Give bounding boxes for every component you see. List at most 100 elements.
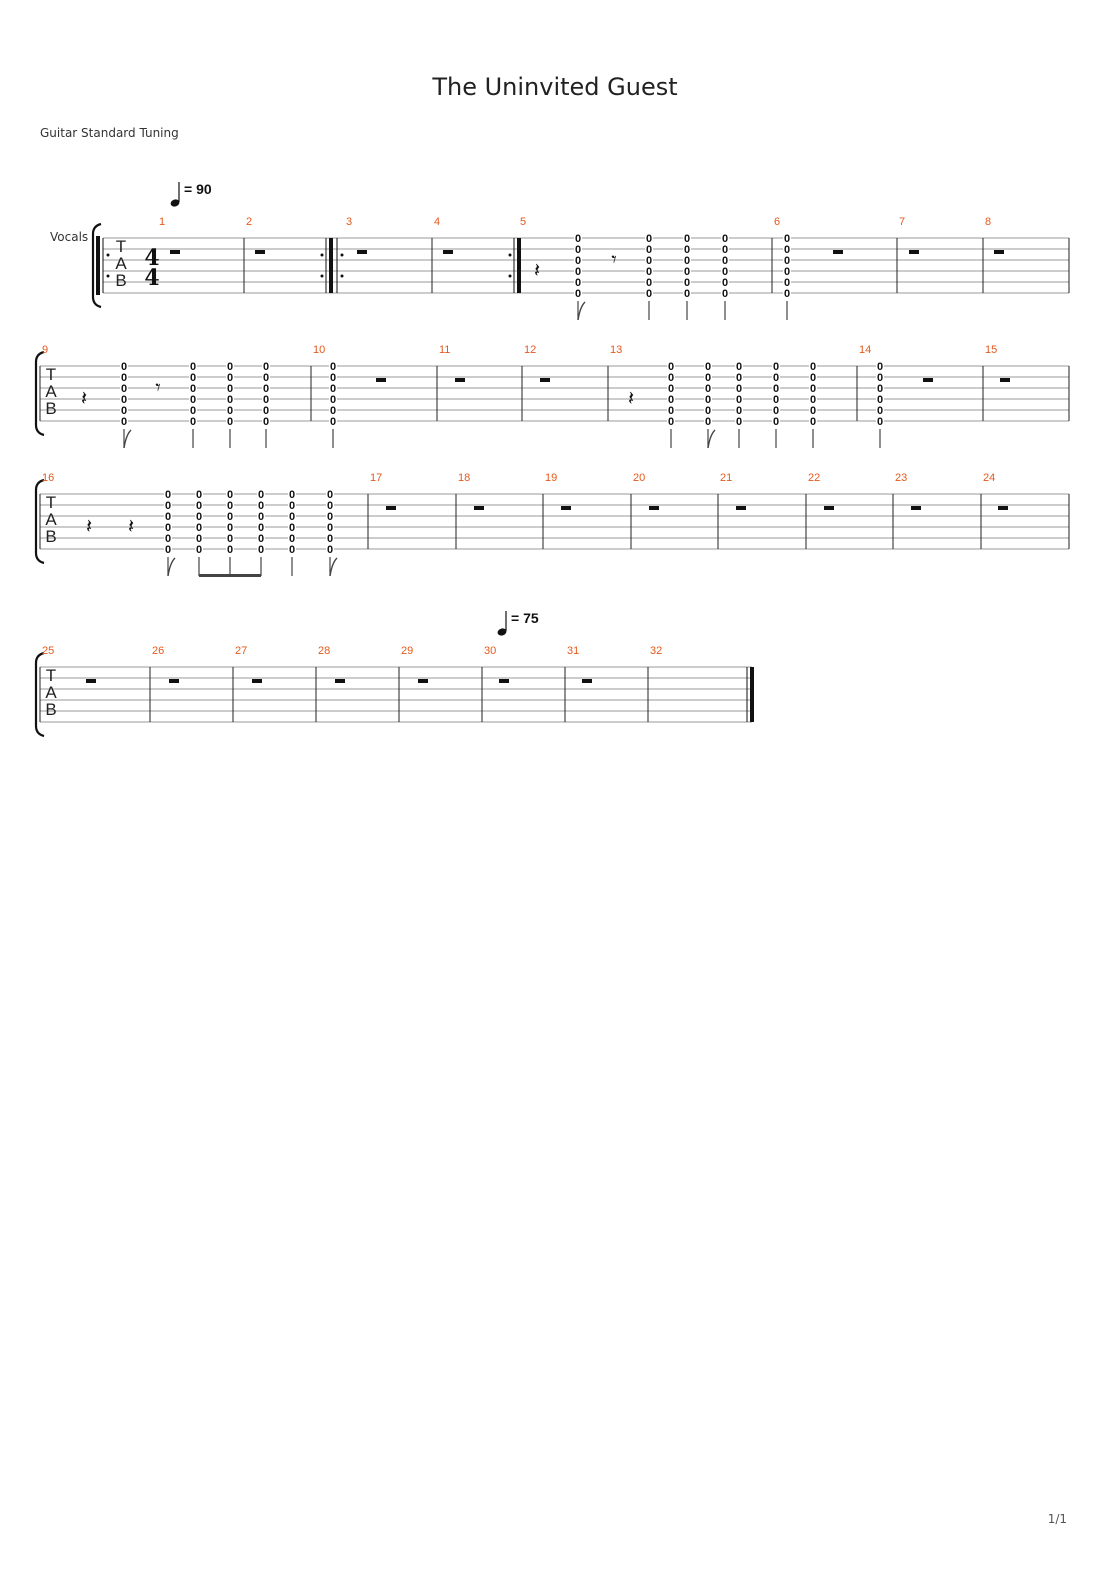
- half-rest: [824, 506, 834, 510]
- measure-number: 15: [985, 344, 997, 356]
- fret-backdrop: [783, 288, 791, 298]
- fret-backdrop: [667, 383, 675, 393]
- fret-number: 0: [810, 416, 816, 428]
- fret-backdrop: [704, 372, 712, 382]
- fret-backdrop: [262, 372, 270, 382]
- fret-number: 0: [227, 500, 233, 512]
- fret-backdrop: [226, 511, 234, 521]
- time-signature-top: 4: [144, 245, 159, 271]
- fret-backdrop: [189, 394, 197, 404]
- half-rest: [443, 250, 453, 254]
- half-rest: [1000, 378, 1010, 382]
- fret-number: 0: [877, 416, 883, 428]
- fret-number: 0: [263, 372, 269, 384]
- fret-backdrop: [262, 361, 270, 371]
- tempo-value: = 90: [184, 181, 212, 197]
- eighth-flag: [577, 301, 586, 321]
- tempo-mark: = 90: [170, 181, 212, 207]
- fret-backdrop: [189, 405, 197, 415]
- fret-number: 0: [327, 511, 333, 523]
- fret-backdrop: [257, 511, 265, 521]
- fret-backdrop: [772, 372, 780, 382]
- fret-number: 0: [327, 544, 333, 556]
- half-rest: [357, 250, 367, 254]
- fret-backdrop: [704, 416, 712, 426]
- tuning-label: Guitar Standard Tuning: [40, 126, 179, 140]
- fret-backdrop: [783, 266, 791, 276]
- fret-backdrop: [574, 277, 582, 287]
- fret-number: 0: [684, 255, 690, 267]
- fret-number: 0: [289, 522, 295, 534]
- eighth-flag: [167, 557, 176, 577]
- fret-number: 0: [722, 255, 728, 267]
- fret-backdrop: [164, 544, 172, 554]
- fret-backdrop: [326, 544, 334, 554]
- fret-backdrop: [262, 405, 270, 415]
- half-rest: [252, 679, 262, 683]
- fret-number: 0: [196, 489, 202, 501]
- fret-number: 0: [705, 372, 711, 384]
- tab-clef-letter: B: [45, 700, 56, 719]
- fret-number: 0: [190, 416, 196, 428]
- fret-number: 0: [646, 233, 652, 245]
- fret-backdrop: [226, 416, 234, 426]
- fret-number: 0: [575, 277, 581, 289]
- fret-backdrop: [120, 394, 128, 404]
- fret-backdrop: [120, 372, 128, 382]
- fret-number: 0: [668, 405, 674, 417]
- fret-backdrop: [329, 361, 337, 371]
- half-rest: [561, 506, 571, 510]
- system-bracket: [34, 651, 45, 738]
- measure-number: 7: [899, 216, 905, 228]
- fret-number: 0: [810, 372, 816, 384]
- repeat-dot: [508, 274, 512, 278]
- fret-number: 0: [810, 405, 816, 417]
- fret-backdrop: [704, 383, 712, 393]
- fret-number: 0: [810, 361, 816, 373]
- fret-backdrop: [876, 394, 884, 404]
- fret-number: 0: [575, 233, 581, 245]
- fret-number: 0: [121, 416, 127, 428]
- fret-number: 0: [705, 361, 711, 373]
- fret-number: 0: [877, 394, 883, 406]
- fret-backdrop: [326, 489, 334, 499]
- fret-number: 0: [121, 372, 127, 384]
- fret-number: 0: [121, 405, 127, 417]
- fret-number: 0: [165, 522, 171, 534]
- fret-number: 0: [263, 416, 269, 428]
- fret-backdrop: [189, 372, 197, 382]
- system-bracket: [91, 222, 102, 309]
- fret-number: 0: [784, 233, 790, 245]
- fret-number: 0: [810, 394, 816, 406]
- fret-number: 0: [784, 255, 790, 267]
- fret-backdrop: [120, 383, 128, 393]
- fret-backdrop: [164, 511, 172, 521]
- fret-number: 0: [705, 416, 711, 428]
- fret-number: 0: [736, 372, 742, 384]
- tempo-mark: = 75: [497, 610, 539, 636]
- fret-number: 0: [877, 405, 883, 417]
- measure-number: 13: [610, 344, 622, 356]
- fret-backdrop: [329, 383, 337, 393]
- tab-clef-letter: A: [45, 683, 57, 702]
- fret-number: 0: [330, 416, 336, 428]
- fret-backdrop: [683, 288, 691, 298]
- fret-backdrop: [683, 255, 691, 265]
- fret-number: 0: [646, 277, 652, 289]
- fret-number: 0: [668, 372, 674, 384]
- measure-number: 28: [318, 645, 330, 657]
- fret-backdrop: [288, 522, 296, 532]
- fret-number: 0: [165, 489, 171, 501]
- fret-backdrop: [683, 244, 691, 254]
- fret-number: 0: [736, 394, 742, 406]
- half-rest: [255, 250, 265, 254]
- fret-number: 0: [121, 394, 127, 406]
- fret-backdrop: [721, 233, 729, 243]
- fret-backdrop: [735, 405, 743, 415]
- fret-number: 0: [736, 361, 742, 373]
- fret-number: 0: [165, 533, 171, 545]
